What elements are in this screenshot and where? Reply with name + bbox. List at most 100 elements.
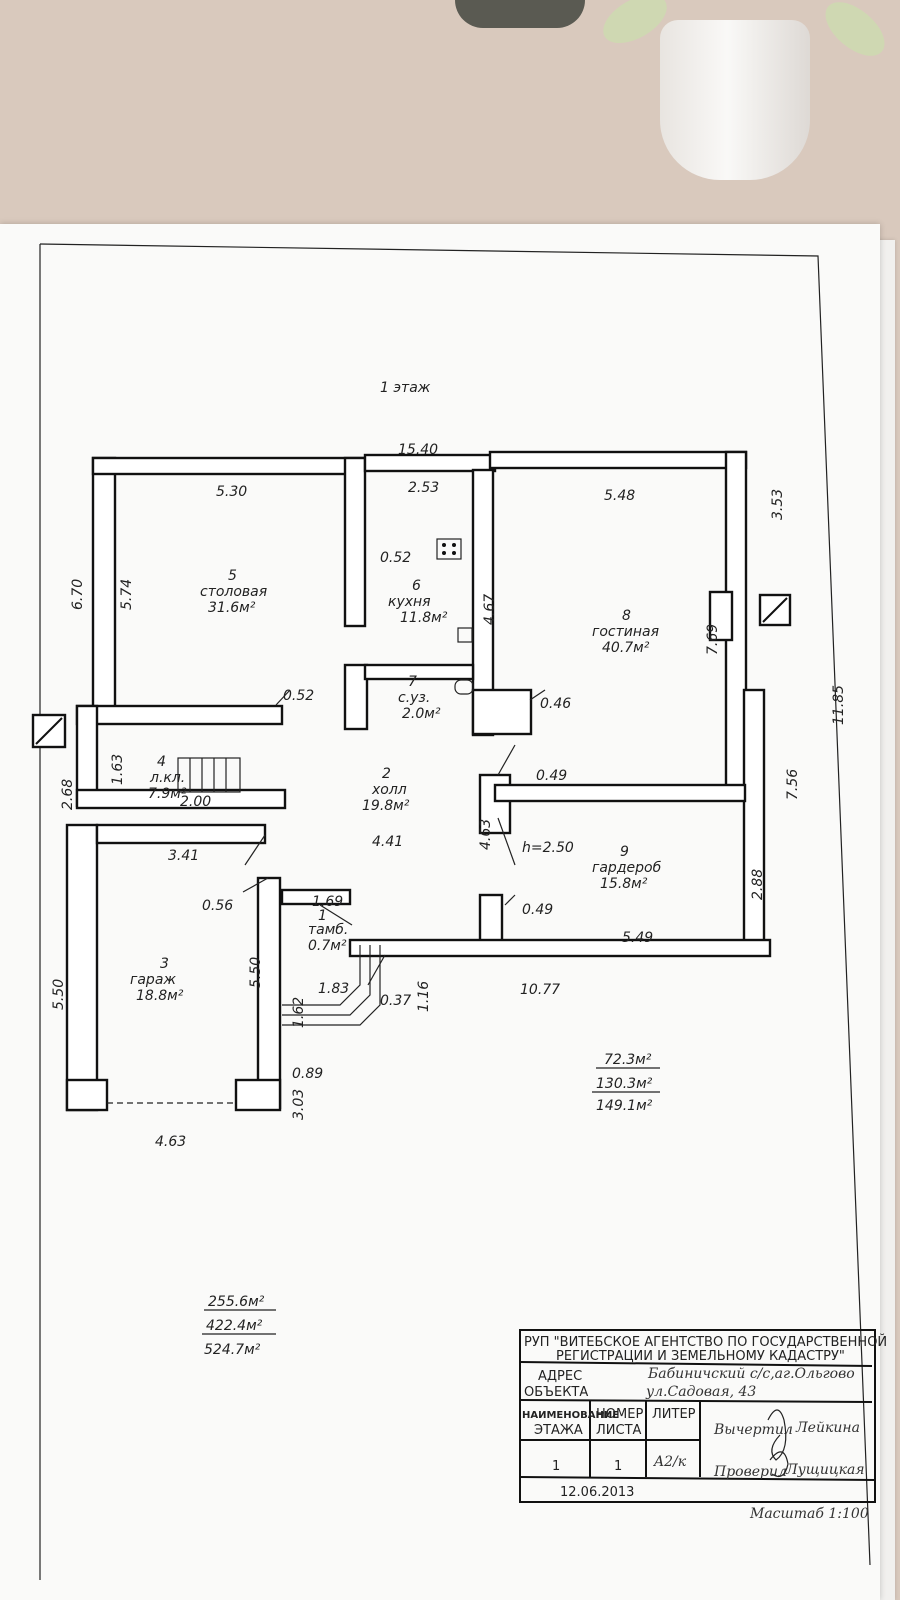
dimension-label: 2.88 bbox=[750, 869, 766, 900]
dimension-label: 7.56 bbox=[785, 769, 801, 800]
wall-hall-inner bbox=[343, 663, 369, 731]
checked-label: Проверил bbox=[713, 1464, 787, 1480]
room-name: гараж bbox=[130, 972, 176, 988]
dimension-label: 5.49 bbox=[622, 930, 653, 946]
checked-name: Лущицкая bbox=[785, 1462, 865, 1478]
drawn-name: Лейкина bbox=[795, 1420, 860, 1436]
wall-west-garage bbox=[65, 823, 99, 1112]
dimension-label: 2.00 bbox=[180, 794, 211, 810]
address-line2: ул.Садовая, 43 bbox=[645, 1384, 756, 1400]
sink-icon bbox=[457, 627, 473, 643]
dimension-label: 1.83 bbox=[318, 981, 349, 997]
signature-1 bbox=[767, 1409, 787, 1461]
room-number: 6 bbox=[412, 578, 421, 594]
dimension-label: 3.41 bbox=[168, 848, 199, 864]
dimension-label: 0.49 bbox=[522, 902, 553, 918]
dimension-label: 1.62 bbox=[291, 997, 307, 1028]
address-label: АДРЕС bbox=[538, 1369, 582, 1384]
room-area: 7.9м² bbox=[148, 786, 187, 802]
total-area-living: 422.4м² bbox=[206, 1318, 263, 1334]
dimension-label: 6.70 bbox=[70, 579, 86, 610]
wall-stair-south bbox=[75, 788, 287, 810]
wall-north-garage bbox=[95, 823, 267, 845]
area-useful: 72.3м² bbox=[604, 1052, 652, 1068]
room-area: 40.7м² bbox=[602, 640, 650, 656]
dimension-label: 0.52 bbox=[283, 688, 314, 704]
dimension-label: 0.37 bbox=[380, 993, 411, 1009]
dimension-label: 0.56 bbox=[202, 898, 233, 914]
room-name: гостиная bbox=[592, 624, 659, 640]
floor-title: 1 этаж bbox=[380, 380, 431, 396]
room-name: л.кл. bbox=[149, 770, 185, 786]
wall-vestibule bbox=[280, 888, 352, 906]
total-area-useful: 255.6м² bbox=[208, 1294, 265, 1310]
room-area: 15.8м² bbox=[600, 876, 648, 892]
room-name: холл bbox=[371, 782, 407, 798]
room-number: 7 bbox=[408, 674, 417, 690]
fireplace bbox=[708, 590, 734, 642]
room-area: 11.8м² bbox=[400, 610, 448, 626]
room-area: 2.0м² bbox=[402, 706, 441, 722]
address-line1: Бабиничский с/с,аг.Ольгово bbox=[647, 1366, 855, 1382]
room-area: 18.8м² bbox=[136, 988, 184, 1004]
wall-wc-north bbox=[363, 663, 475, 681]
room-number: 3 bbox=[160, 956, 169, 972]
total-area-total: 524.7м² bbox=[204, 1342, 261, 1358]
dimension-label: 2.53 bbox=[408, 480, 439, 496]
dimension-label: 5.74 bbox=[119, 579, 135, 610]
dimension-label: 1.16 bbox=[416, 981, 432, 1012]
dimension-label: 10.77 bbox=[520, 982, 560, 998]
room-name: с.уз. bbox=[398, 690, 430, 706]
area-living: 130.3м² bbox=[596, 1076, 653, 1092]
room-name: гардероб bbox=[592, 860, 662, 876]
col-floor-header: НАИМЕНОВАНИЕ bbox=[522, 1410, 619, 1421]
plant-base bbox=[455, 0, 585, 28]
wall-dining-kitchen bbox=[343, 456, 367, 628]
address-label: ОБЪЕКТА bbox=[524, 1385, 588, 1400]
wall-east-wardrobe bbox=[742, 688, 766, 952]
dimension-label: 1.69 bbox=[312, 894, 343, 910]
org-name-line2: РЕГИСТРАЦИИ И ЗЕМЕЛЬНОМУ КАДАСТРУ" bbox=[556, 1349, 845, 1364]
dimension-label: 0.49 bbox=[536, 768, 567, 784]
dimension-label: 3.03 bbox=[291, 1089, 307, 1120]
room-number: 8 bbox=[622, 608, 631, 624]
title-block bbox=[519, 1329, 876, 1503]
dimension-label: 3.53 bbox=[770, 489, 786, 520]
dimension-label: 11.85 bbox=[831, 685, 847, 725]
area-total: 149.1м² bbox=[596, 1098, 653, 1114]
room-name: кухня bbox=[388, 594, 431, 610]
dimension-label: 0.52 bbox=[380, 550, 411, 566]
signature-2 bbox=[769, 1451, 789, 1477]
frame-border bbox=[39, 243, 871, 1566]
room-area: 0.7м² bbox=[308, 938, 347, 954]
dimension-label: 0.89 bbox=[292, 1066, 323, 1082]
staircase bbox=[177, 757, 241, 793]
plastic-cup bbox=[660, 20, 810, 180]
dimension-label: 5.50 bbox=[51, 979, 67, 1010]
room-area: 19.8м² bbox=[362, 798, 410, 814]
col-sheet-header: НОМЕР bbox=[596, 1407, 643, 1422]
room-number: 1 bbox=[318, 908, 327, 924]
liter-value: A2/к bbox=[652, 1454, 687, 1470]
scale: Масштаб 1:100 bbox=[749, 1506, 869, 1522]
wall-garage-sw bbox=[65, 1078, 109, 1112]
porch-steps bbox=[282, 945, 371, 1016]
sheet-value: 1 bbox=[614, 1459, 622, 1474]
wall-hall-corner bbox=[471, 688, 533, 736]
dimension-label: 5.30 bbox=[216, 484, 247, 500]
wall-garage-se bbox=[234, 1078, 282, 1112]
date: 12.06.2013 bbox=[560, 1485, 634, 1500]
dimension-label: 4.41 bbox=[372, 834, 403, 850]
room-name: столовая bbox=[200, 584, 267, 600]
porch-steps bbox=[282, 945, 381, 1026]
room-number: 5 bbox=[228, 568, 237, 584]
dimension-label: 4.67 bbox=[482, 594, 498, 625]
dimension-label: 0.46 bbox=[540, 696, 571, 712]
col-floor-header: ЭТАЖА bbox=[534, 1423, 583, 1438]
floor-value: 1 bbox=[552, 1459, 560, 1474]
dimension-label: 5.50 bbox=[248, 957, 264, 988]
room-number: 9 bbox=[620, 844, 629, 860]
toilet-icon bbox=[454, 679, 474, 695]
dimension-label: 4.63 bbox=[155, 1134, 186, 1150]
